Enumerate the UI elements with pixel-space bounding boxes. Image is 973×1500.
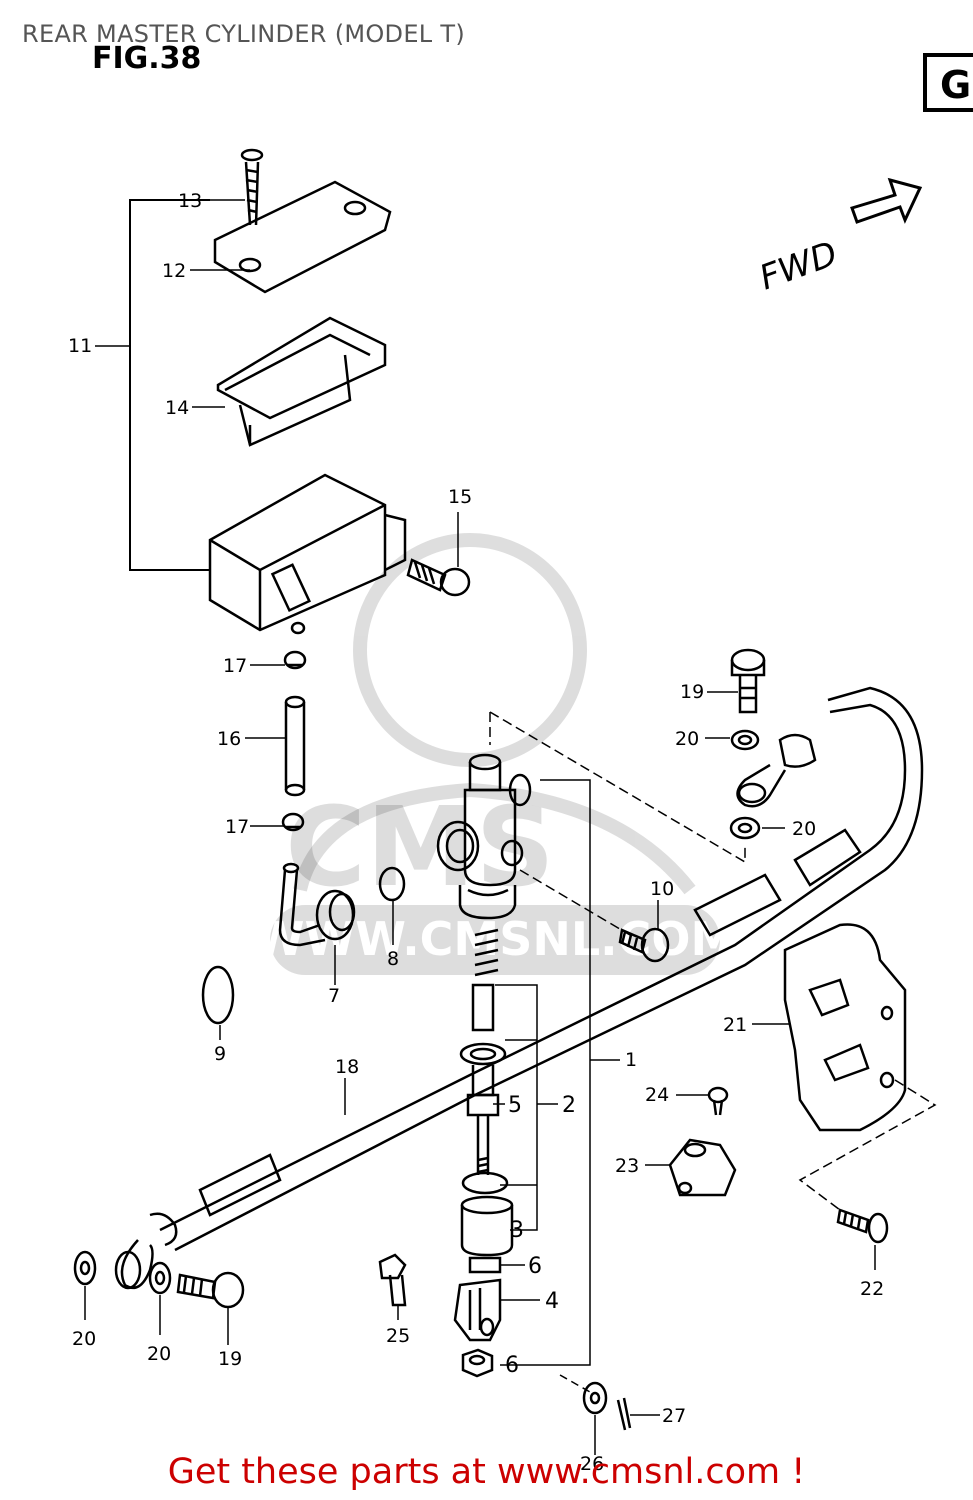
washer-20-right-icon <box>148 1261 172 1295</box>
callout-6a: 6 <box>528 1254 542 1279</box>
callout-11: 11 <box>68 335 92 357</box>
nut-lower-icon <box>461 1348 494 1378</box>
screw-13-icon <box>240 148 264 226</box>
circlip-9-icon <box>201 965 235 1025</box>
watermark-logo-text: CMS <box>285 783 554 911</box>
callout-25: 25 <box>386 1325 410 1347</box>
washer-26-icon <box>582 1381 608 1415</box>
o-ring-8-icon <box>378 866 406 902</box>
callout-2: 2 <box>562 1093 576 1118</box>
bolt-25-icon <box>378 1253 407 1307</box>
nut-upper-icon <box>468 1256 502 1274</box>
brake-hose-icon <box>114 686 924 1290</box>
callout-27: 27 <box>662 1405 686 1427</box>
master-cylinder-body-icon <box>436 753 532 920</box>
callout-19a: 19 <box>680 681 704 703</box>
screw-22-icon <box>836 1208 889 1244</box>
spring-icon <box>474 928 499 977</box>
screw-24-icon <box>707 1086 729 1116</box>
callout-10: 10 <box>650 878 674 900</box>
callout-4: 4 <box>545 1289 559 1314</box>
clevis-icon <box>453 1278 502 1342</box>
callout-26: 26 <box>580 1453 604 1475</box>
bolt-15-icon <box>406 512 471 597</box>
callout-9: 9 <box>214 1043 226 1065</box>
guard-icon <box>783 923 907 1132</box>
hose-clip-bottom-icon <box>281 812 305 832</box>
page-title: REAR MASTER CYLINDER (MODEL T) <box>22 20 466 48</box>
callout-20c: 20 <box>72 1328 96 1350</box>
callout-3: 3 <box>510 1218 524 1243</box>
callout-21: 21 <box>723 1014 747 1036</box>
callout-7: 7 <box>328 985 340 1007</box>
hose-elbow-icon <box>278 862 356 947</box>
callout-20d: 20 <box>147 1343 171 1365</box>
callout-20b: 20 <box>792 818 816 840</box>
callout-13: 13 <box>178 190 202 212</box>
callout-6b: 6 <box>505 1353 519 1378</box>
washer-20-mid-icon <box>729 816 761 840</box>
callout-17b: 17 <box>225 816 249 838</box>
callout-20a: 20 <box>675 728 699 750</box>
callouts: 1 2 3 4 5 6 6 7 8 9 10 11 12 13 14 15 16… <box>68 190 884 1475</box>
fwd-label: FWD <box>754 234 842 299</box>
section-tab-letter: G <box>940 63 971 107</box>
callout-23: 23 <box>615 1155 639 1177</box>
callout-1: 1 <box>625 1049 637 1071</box>
callout-22: 22 <box>860 1278 884 1300</box>
bracket-23-icon <box>668 1138 737 1197</box>
callout-12: 12 <box>162 260 186 282</box>
leader-lines <box>84 199 937 1455</box>
boot-icon <box>460 1171 514 1257</box>
figure-label: FIG.38 <box>92 41 201 76</box>
reservoir-cap-icon <box>213 180 392 294</box>
banjo-bolt-lower-icon <box>176 1271 245 1309</box>
callout-16: 16 <box>217 728 241 750</box>
hose-clip-top-icon <box>283 650 307 670</box>
callout-15: 15 <box>448 486 472 508</box>
diaphragm-icon <box>216 316 387 447</box>
cotter-pin-icon <box>616 1397 632 1431</box>
callout-8: 8 <box>387 948 399 970</box>
banjo-bolt-top-icon <box>730 648 766 714</box>
callout-17a: 17 <box>223 655 247 677</box>
reservoir-hose-icon <box>284 695 306 797</box>
piston-assembly-icon <box>459 983 507 1175</box>
bolt-10-icon <box>618 927 670 963</box>
section-tab: G <box>923 53 973 112</box>
footer-link[interactable]: Get these parts at www.cmsnl.com ! <box>167 1452 806 1492</box>
reservoir-body-icon <box>208 473 407 635</box>
washer-20-left-icon <box>73 1250 97 1286</box>
callout-5: 5 <box>508 1093 522 1118</box>
fwd-arrow-icon <box>850 177 923 224</box>
callout-18: 18 <box>335 1056 359 1078</box>
callout-14: 14 <box>165 397 189 419</box>
washer-20-top-icon <box>730 729 760 751</box>
callout-19b: 19 <box>218 1348 242 1370</box>
callout-24: 24 <box>645 1084 669 1106</box>
